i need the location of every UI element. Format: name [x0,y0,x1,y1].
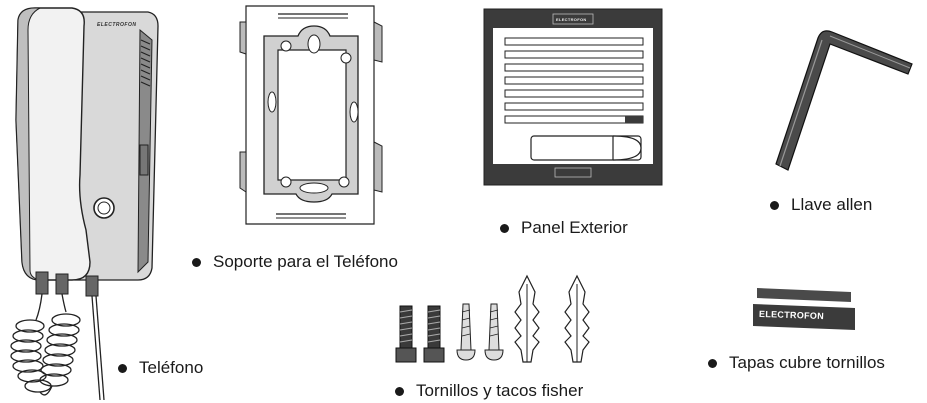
caption-telefono: Teléfono [118,358,203,378]
tapas-illustration: ELECTROFON [747,286,867,334]
telefono-brand: ELECTROFON [97,22,137,28]
bullet-icon [500,223,509,233]
panel-brand: ELECTROFON [556,17,587,22]
caption-text: Teléfono [139,358,204,377]
llave-illustration [768,26,918,176]
telefono-illustration: ELECTROFON [0,0,170,403]
bullet-icon [118,363,127,373]
caption-llave: Llave allen [770,195,872,215]
bullet-icon [770,200,779,210]
caption-soporte: Soporte para el Teléfono [192,252,398,272]
caption-text: Soporte para el Teléfono [213,252,398,271]
caption-panel: Panel Exterior [500,218,628,238]
caption-tapas: Tapas cubre tornillos [708,353,885,373]
bullet-icon [192,257,201,267]
caption-text: Tornillos y tacos fisher [416,381,584,400]
bullet-icon [708,358,717,368]
caption-text: Tapas cubre tornillos [729,353,885,372]
bullet-icon [395,386,404,396]
panel-illustration: ELECTROFON [483,8,663,186]
caption-tornillos: Tornillos y tacos fisher [395,381,583,401]
tornillos-illustration [395,270,615,366]
soporte-illustration [236,2,384,226]
caption-text: Llave allen [791,195,873,214]
caption-text: Panel Exterior [521,218,628,237]
